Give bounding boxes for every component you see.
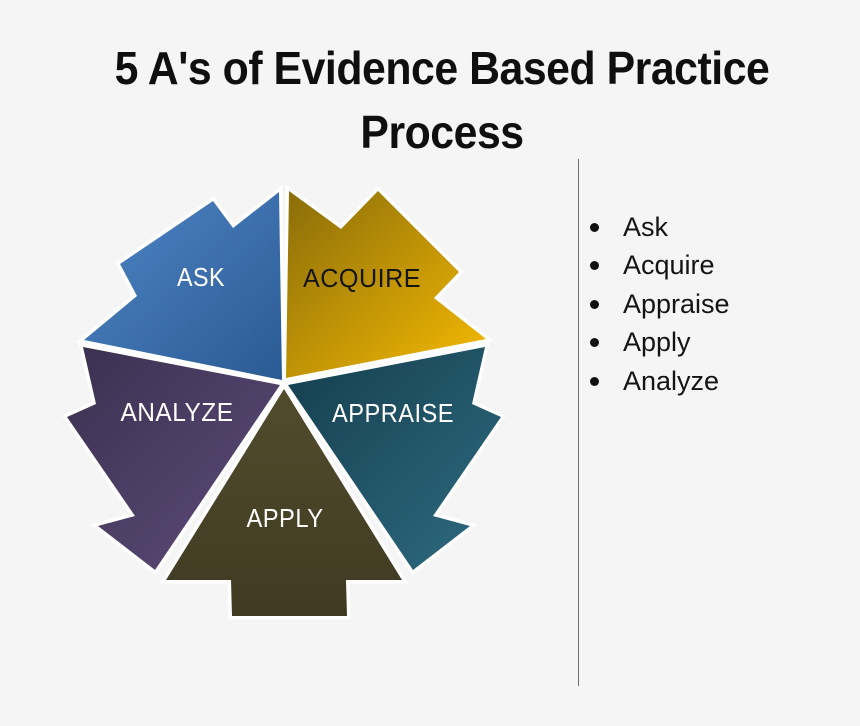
segment-appraise-shape <box>282 342 507 576</box>
segment-ask-label: ASK <box>177 262 225 292</box>
legend-item-analyze: Analyze <box>590 362 730 401</box>
legend-item-appraise: Appraise <box>590 285 730 324</box>
segment-ask-shape <box>76 184 286 385</box>
bullet-icon <box>590 338 599 348</box>
segment-acquire-shape <box>282 184 495 383</box>
bullet-icon <box>590 299 599 309</box>
legend-item-label: Apply <box>623 327 691 358</box>
bullet-icon <box>590 222 599 232</box>
legend-item-ask: Ask <box>590 208 730 247</box>
legend-item-label: Appraise <box>623 288 730 319</box>
legend-item-label: Acquire <box>623 250 715 281</box>
bullet-icon <box>590 261 599 271</box>
vertical-divider <box>578 159 579 686</box>
bullet-icon <box>590 376 599 386</box>
legend-item-label: Analyze <box>623 365 720 396</box>
legend-list: Ask Acquire Appraise Apply Analyze <box>590 208 730 401</box>
title-line-1: 5 A's of Evidence Based Practice <box>114 42 770 94</box>
legend-item-label: Ask <box>623 211 669 242</box>
title-line-2: Process <box>360 106 524 158</box>
segment-apply-label: APPLY <box>247 503 324 533</box>
segment-apply-shape <box>159 382 409 620</box>
segment-appraise-label: APPRAISE <box>332 398 454 428</box>
segment-analyze-shape <box>61 342 286 576</box>
segment-acquire-label: ACQUIRE <box>303 263 421 293</box>
segment-analyze-label: ANALYZE <box>121 397 234 427</box>
legend-item-apply: Apply <box>590 324 730 363</box>
legend-item-acquire: Acquire <box>590 247 730 286</box>
page-title: 5 A's of Evidence Based Practice Process <box>42 36 842 164</box>
